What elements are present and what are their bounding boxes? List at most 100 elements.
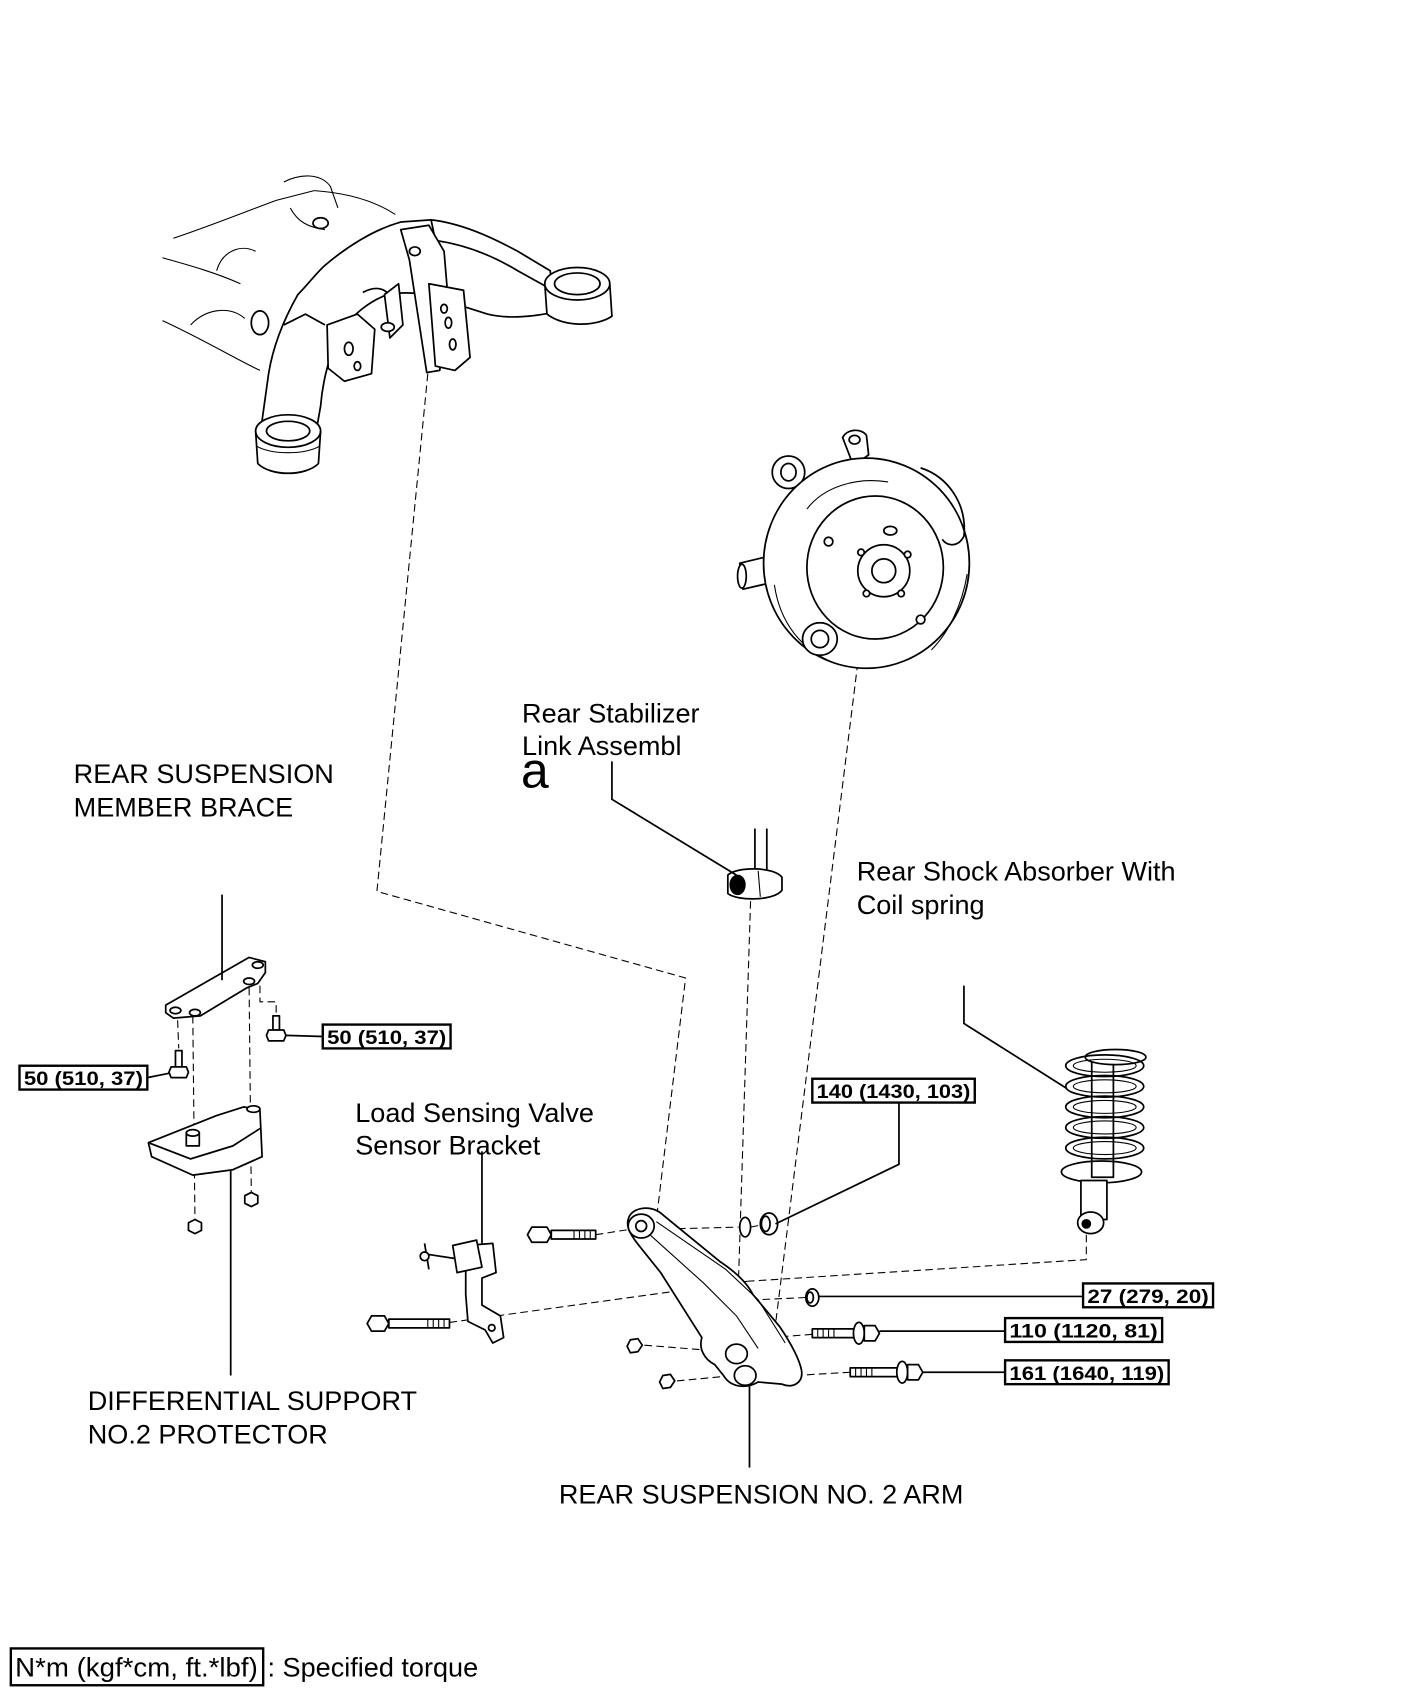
spring-coil — [1064, 1136, 1145, 1160]
dash-shock-to-arm — [747, 1234, 1087, 1282]
dash-carrier-to-arm — [770, 662, 859, 1360]
torque-spec-shock-nut: 27 (279, 20) — [1081, 1282, 1215, 1309]
dash-washer-to-nut — [750, 1224, 762, 1228]
backing-plate-right-lobe — [920, 467, 966, 546]
shock-lower-bushing-bore — [1081, 1218, 1092, 1229]
legend-unit-box — [9, 1647, 265, 1687]
hub-stud — [897, 589, 906, 598]
brace-upper-bolt — [265, 1015, 287, 1042]
bracket-hole — [444, 316, 453, 330]
rear-stabilizer-link — [726, 828, 783, 900]
leader-shock-absorber — [963, 985, 1068, 1090]
label-member-brace-line1: REAR SUSPENSION — [74, 758, 334, 789]
differential-support-no2-protector — [147, 1104, 263, 1235]
member-far-side-line — [314, 190, 396, 215]
hub-stud — [862, 589, 871, 598]
member-left-bushing-bore — [265, 420, 311, 442]
protector-nut — [243, 1191, 259, 1208]
arm-rear-bolt-shank — [849, 1367, 900, 1378]
member-far-side-line — [162, 257, 241, 285]
spring-coil — [1064, 1074, 1145, 1099]
brace-hole — [242, 977, 256, 986]
label-shock-absorber-line1: Rear Shock Absorber With — [857, 856, 1176, 887]
torque-value: 161 (1640, 119) — [1009, 1363, 1164, 1385]
axle-hub-center — [871, 557, 897, 584]
member-tab-hole — [380, 321, 396, 333]
carrier-bolt-hole — [823, 536, 834, 547]
arm-upper-bolt-head — [526, 1226, 553, 1244]
spring-coil — [1064, 1115, 1145, 1140]
carrier-sensor-hole — [882, 525, 898, 536]
torque-box — [1081, 1282, 1215, 1309]
member-left-bushing-body — [254, 431, 322, 475]
spring-coil — [1064, 1054, 1145, 1078]
brace-upper-bolt-shank — [272, 1015, 281, 1031]
shock-upper-mount — [1084, 1048, 1147, 1066]
member-left-bushing-flange — [256, 445, 320, 454]
spring-coil-inner — [1072, 1079, 1137, 1094]
brace-lower-bolt — [168, 1049, 190, 1079]
dash-member-to-arm — [376, 373, 687, 1211]
backing-plate-rim — [931, 573, 968, 651]
arm-front-bolt-thread — [817, 1328, 835, 1338]
dash-brace-upper-bolt — [259, 985, 277, 1016]
shock-lower-nut-face — [806, 1291, 815, 1304]
arm-upper-bolt-thread — [573, 1230, 591, 1240]
sensor-linkage-rod — [426, 1253, 456, 1260]
torque-box — [1003, 1316, 1164, 1344]
arm-rear-bolt-thread — [855, 1367, 873, 1377]
legend-unit-text: N*m (kgf*cm, ft.*lbf) — [15, 1652, 258, 1683]
carrier-drum-ridge — [806, 480, 889, 510]
dash-nut-27-to-arm — [758, 1296, 806, 1301]
hub-stud — [903, 550, 912, 559]
dash-link-to-arm — [735, 901, 752, 1344]
brace-hole — [251, 960, 265, 970]
torque-box — [1003, 1359, 1170, 1386]
brace-upper-bolt-head — [265, 1029, 287, 1042]
member-far-side-line — [162, 320, 261, 371]
spring-coil-inner — [1072, 1099, 1137, 1114]
left-bracket-hole — [343, 341, 354, 357]
stabilizer-nut-face — [760, 1215, 771, 1233]
torque-value: 50 (510, 37) — [327, 1027, 446, 1049]
no2-arm-upper-bushing-bore — [634, 1219, 648, 1233]
arm-front-bolt-head — [863, 1324, 881, 1342]
protector-nut — [187, 1218, 203, 1235]
spring-coil-inner — [1072, 1120, 1137, 1135]
torque-box — [811, 1077, 976, 1104]
torque-value: 50 (510, 37) — [24, 1068, 143, 1090]
member-far-side-bolt — [250, 309, 270, 336]
leader-torque-brace-lower — [147, 1072, 170, 1079]
torque-value: 110 (1120, 81) — [1009, 1321, 1157, 1343]
stabilizer-link-bushing-bore — [729, 874, 746, 896]
torque-spec-arm-rear-bolt: 161 (1640, 119) — [1003, 1359, 1170, 1386]
carrier-upper-lug-bore — [780, 462, 797, 482]
rear-suspension-member — [162, 175, 613, 475]
protector-boss-top — [185, 1128, 201, 1138]
torque-spec-arm-front-bolt: 110 (1120, 81) — [1003, 1316, 1164, 1344]
member-far-side-line — [216, 247, 256, 271]
torque-spec-stabilizer-nut: 140 (1430, 103) — [811, 1077, 976, 1104]
arm-front-bolt — [811, 1321, 881, 1345]
sensor-ball-joint — [419, 1251, 430, 1262]
torque-value: 140 (1430, 103) — [817, 1081, 971, 1103]
no2-arm-ridge — [656, 1221, 786, 1344]
brace-lower-bolt-shank — [174, 1049, 183, 1068]
no2-arm-ridge — [649, 1234, 759, 1349]
protector-tab — [246, 1104, 261, 1114]
load-sensing-valve-sensor-bracket — [419, 1239, 505, 1344]
part-labels: Rear Stabilizer Link Assembl a REAR SUSP… — [74, 697, 1176, 1509]
sensor-bracket-bolt-thread — [427, 1319, 445, 1328]
sensor-bracket-bolt-head — [366, 1315, 390, 1332]
protector-fold-line — [148, 1127, 261, 1160]
carrier-top-tab-hole — [848, 434, 861, 445]
stabilizer-link-bushing-rib — [757, 870, 761, 897]
torque-legend: N*m (kgf*cm, ft.*lbf) : Specified torque — [9, 1647, 478, 1687]
leader-torque-brace-upper — [285, 1034, 323, 1038]
label-stabilizer-link-marker: a — [521, 742, 549, 798]
bracket-hole — [439, 303, 449, 314]
torque-spec-brace-upper: 50 (510, 37) — [321, 1023, 452, 1050]
dash-brace-left — [192, 1015, 196, 1220]
member-far-side-line — [190, 309, 246, 326]
